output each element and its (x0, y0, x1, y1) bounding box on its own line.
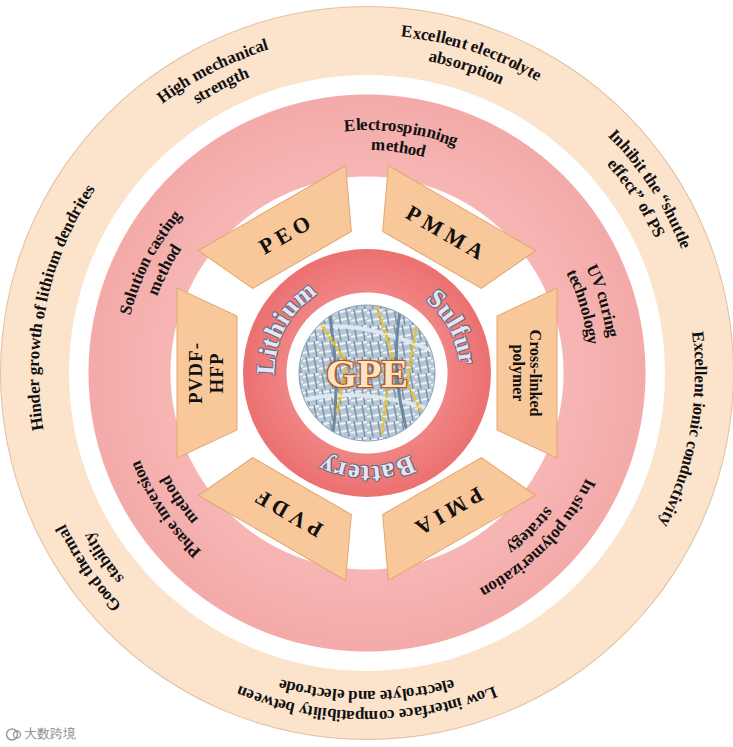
glyph: E (343, 115, 356, 136)
glyph: x (689, 342, 710, 352)
glyph: t (360, 459, 371, 489)
glyph: w (25, 337, 46, 351)
glyph: r (451, 349, 483, 367)
glyph: r (24, 379, 44, 387)
glyph: g (601, 328, 622, 340)
arc-text: Excellent ionic conductivity (654, 326, 711, 533)
glyph: g (24, 366, 44, 375)
glyph: E (687, 330, 708, 343)
battery-ring: GPELithium SulfurBattery (243, 249, 491, 497)
glyph: l (690, 371, 710, 376)
glyph: a (346, 705, 355, 725)
arc-text: Electrospinning method (339, 114, 464, 162)
glyph (375, 686, 380, 706)
block-shape (496, 287, 558, 459)
arc-text: Sulfur (420, 283, 483, 374)
glyph: t (689, 392, 709, 399)
arc-text: Low interface compatibility between elec… (231, 674, 502, 727)
glyph: d (25, 393, 46, 404)
glyph: l (355, 115, 360, 135)
arc-text: High mechanical strength (154, 34, 277, 109)
glyph: e (360, 115, 368, 135)
glyph: e (398, 704, 408, 725)
glyph: n (689, 382, 709, 392)
block-outline (177, 288, 237, 458)
glyph: p (355, 706, 365, 726)
glyph: a (367, 686, 376, 706)
arc-text: In situ polymerization strategy (475, 472, 601, 602)
glyph: H (27, 416, 49, 432)
gpe-label: GPE (326, 350, 408, 397)
glyph: c (689, 350, 709, 359)
arc-text: UV curing technology (561, 260, 623, 352)
glyph: e (690, 358, 710, 366)
glyph: d (348, 685, 358, 705)
method-band: PEOPMMACross-linked polymerPMIAPVDFPVDF-… (69, 75, 665, 671)
watermark-logo (5, 727, 22, 742)
arc-text: Solution casting method (116, 205, 186, 321)
glyph: c (386, 705, 395, 725)
glyph: n (358, 686, 368, 706)
glyph: o (24, 350, 44, 360)
watermark: 大数跨境 (24, 725, 76, 743)
glyph: c (368, 115, 376, 135)
glyph: m (371, 135, 386, 156)
polymer-label: Cross-linked polymer (509, 317, 544, 429)
polymer-block: Cross-linked polymer (496, 287, 558, 459)
glyph: y (582, 335, 603, 346)
arc-text: Inhibit the “shuttle effect” of PS (602, 124, 696, 256)
glyph: m (364, 706, 378, 726)
glyph: r (24, 359, 44, 367)
polymer-label: PVDF-HFP (186, 331, 228, 415)
arc-text: Hinder growth of lithium dendrites (23, 178, 100, 435)
glyph: e (379, 685, 388, 705)
arc-text: Phase inversion method (126, 455, 206, 563)
arc-text: Lithium (250, 278, 319, 382)
glyph: e (24, 386, 44, 395)
glyph: e (690, 375, 710, 383)
glyph (24, 375, 44, 379)
gpe-core: GPE (287, 293, 447, 453)
glyph: l (690, 366, 710, 371)
block-outline (497, 288, 557, 458)
arc-text: Battery (311, 450, 421, 490)
glyph: o (378, 705, 387, 725)
arc-text: Good thermal stability (50, 517, 129, 615)
polymer-block: PVDF-HFP (176, 287, 238, 459)
glyph: L (251, 356, 282, 377)
outer-band: PEOPMMACross-linked polymerPMIAPVDFPVDF-… (1, 7, 733, 739)
arc-text: Excellent electrolyte absorption (396, 21, 548, 89)
